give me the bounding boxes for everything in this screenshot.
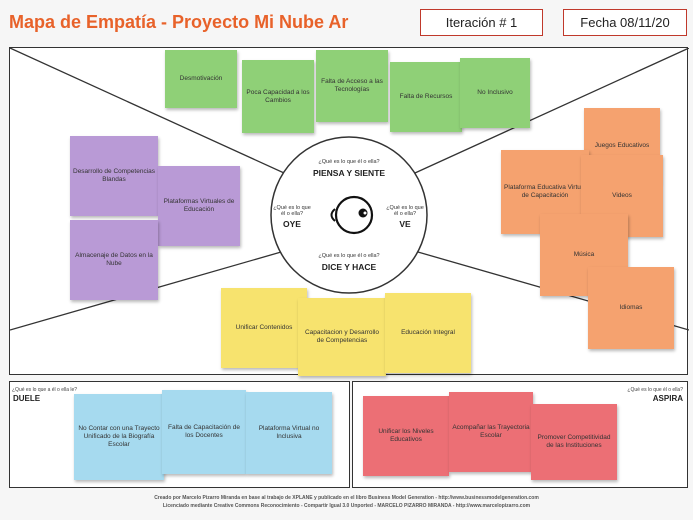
- sticky-note[interactable]: Plataformas Virtuales de Educación: [158, 166, 240, 246]
- pain-question: ¿Qué es lo que a él o ella le?: [12, 387, 78, 393]
- empathy-board: ¿Qué es lo que él o ella? PIENSA Y SIENT…: [9, 47, 689, 376]
- sticky-note[interactable]: Acompañar las Trayectoria Escolar: [449, 392, 533, 472]
- think-label: PIENSA Y SIENTE: [312, 168, 386, 178]
- gain-question: ¿Qué es lo que él o ella?: [627, 387, 683, 393]
- sticky-note[interactable]: Capacitacion y Desarrollo de Competencia…: [298, 298, 386, 376]
- sticky-note[interactable]: Educación Integral: [385, 293, 471, 373]
- see-label: VE: [399, 219, 411, 229]
- see-question: ¿Qué es lo que él o ella?: [386, 205, 424, 218]
- sticky-note[interactable]: Poca Capacidad a los Cambios: [242, 60, 314, 133]
- think-question: ¿Qué es lo que él o ella?: [318, 159, 380, 165]
- gain-panel: ¿Qué es lo que él o ella? ASPIRA Unifica…: [352, 381, 688, 488]
- hear-question: ¿Qué es lo que él o ella?: [273, 205, 311, 218]
- sticky-note[interactable]: Desarrollo de Competencias Blandas: [70, 136, 158, 216]
- head-icon: [330, 195, 374, 235]
- sticky-note[interactable]: Unificar Contenidos: [221, 288, 307, 368]
- say-question: ¿Qué es lo que él o ella?: [318, 253, 380, 259]
- sticky-note[interactable]: Desmotivación: [165, 50, 237, 108]
- sticky-note[interactable]: Falta de Acceso a las Tecnologías: [316, 50, 388, 122]
- pain-label: DUELE: [13, 394, 41, 403]
- sticky-note[interactable]: No Contar con una Trayecto Unificado de …: [74, 394, 164, 480]
- iteration-box: Iteración # 1: [420, 9, 543, 36]
- footer-credit: Creado por Marcelo Pizarro Miranda en ba…: [154, 495, 539, 501]
- footer-license: Licenciado mediante Creative Commons Rec…: [162, 503, 531, 509]
- gain-label: ASPIRA: [652, 394, 683, 403]
- pain-panel: ¿Qué es lo que a él o ella le? DUELE No …: [9, 381, 350, 488]
- page-title: Mapa de Empatía - Proyecto Mi Nube Ar: [9, 12, 349, 32]
- say-label: DICE Y HACE: [321, 262, 377, 272]
- sticky-note[interactable]: Falta de Capacitación de los Docentes: [162, 390, 246, 474]
- hear-label: OYE: [283, 219, 301, 229]
- sticky-note[interactable]: Plataforma Virtual no Inclusiva: [246, 392, 332, 474]
- sticky-note[interactable]: No Inclusivo: [460, 58, 530, 128]
- sticky-note[interactable]: Falta de Recursos: [390, 62, 462, 132]
- sticky-note[interactable]: Unificar los Niveles Educativos: [363, 396, 449, 476]
- date-box: Fecha 08/11/20: [563, 9, 687, 36]
- board-lines: [10, 48, 689, 331]
- sticky-note[interactable]: Almacenaje de Datos en la Nube: [70, 220, 158, 300]
- sticky-note[interactable]: Idiomas: [588, 267, 674, 349]
- sticky-note[interactable]: Promover Competitividad de las Instituci…: [531, 404, 617, 480]
